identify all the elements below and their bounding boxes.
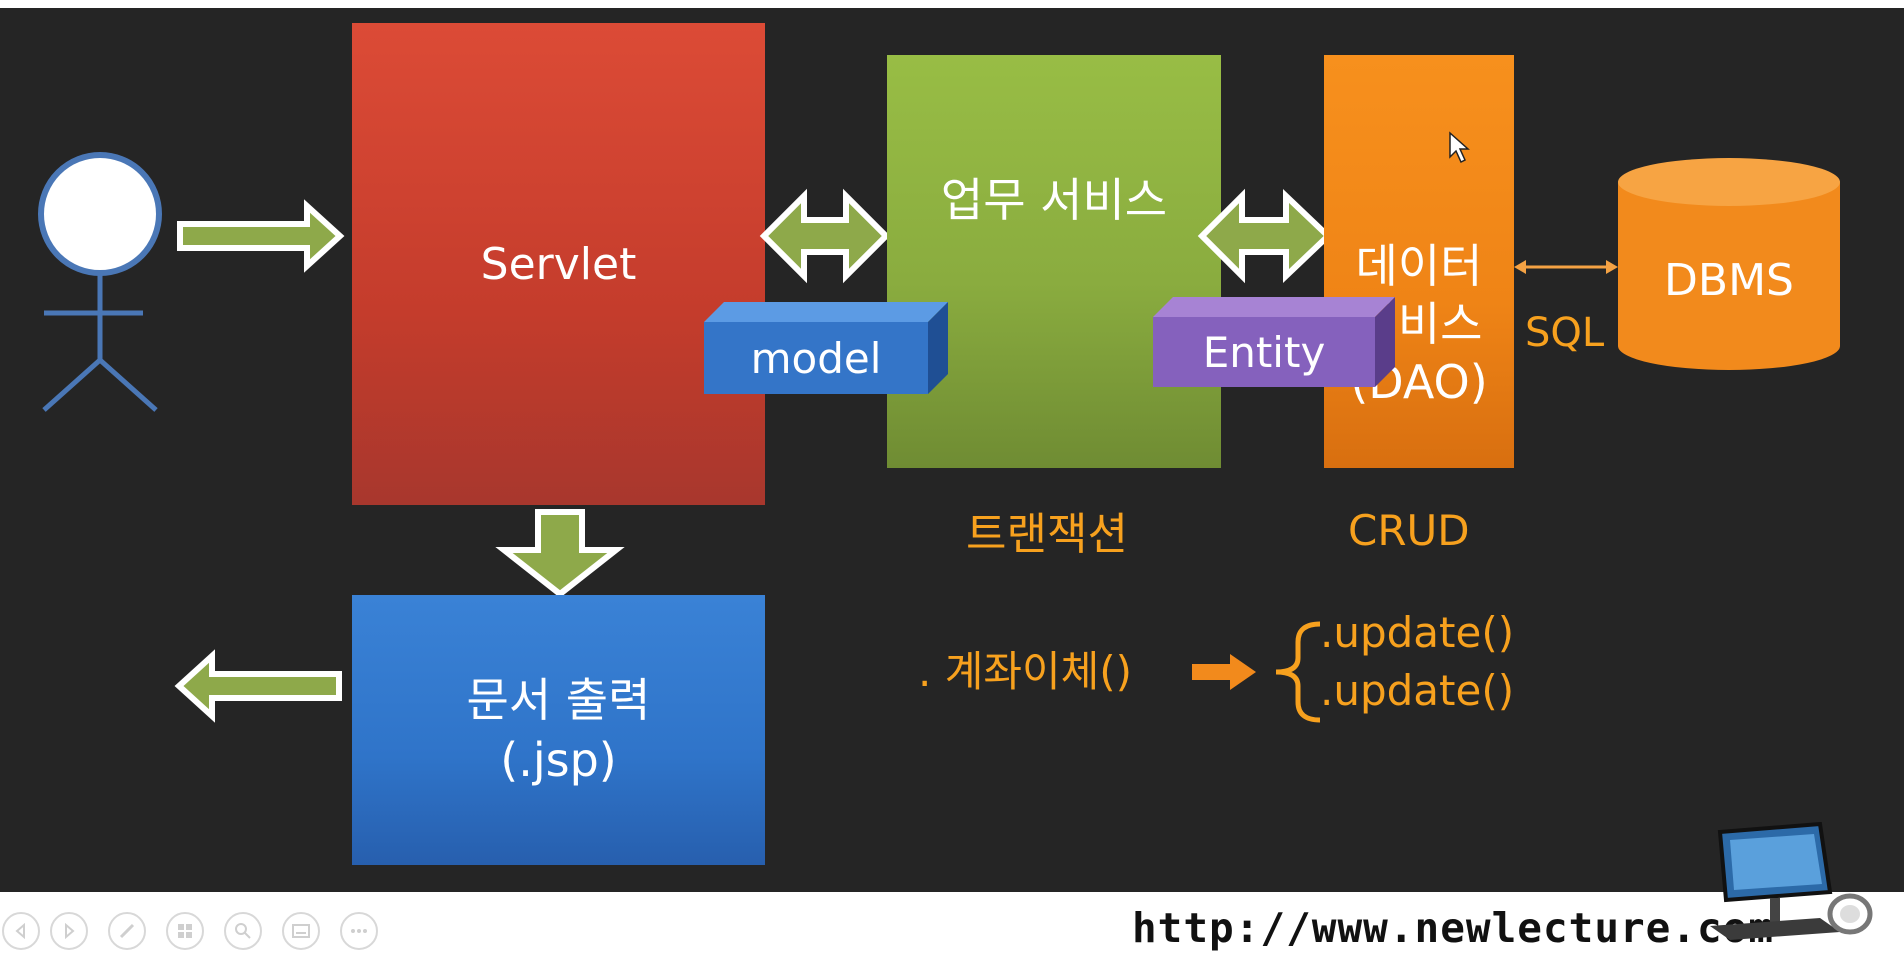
servlet-box: Servlet [352,23,765,505]
next-icon [65,923,75,939]
data-service-dao-box: 데이터 서비스 (DAO) [1324,55,1514,468]
next-slide-button[interactable] [50,912,88,950]
transfer-method-label: . 계좌이체() [918,647,1133,696]
business-service-box: 업무 서비스 [887,55,1221,468]
update-call-1: .update() [1320,608,1515,657]
see-all-slides-button[interactable] [166,912,204,950]
dao-line-1: 데이터 [1355,239,1483,293]
call-arrow-icon [1192,654,1256,690]
servlet-service-double-arrow-icon [759,188,891,284]
entity-block [1153,297,1395,387]
more-icon [351,929,367,933]
model-label: model [750,333,882,383]
dbms-cylinder-icon [1618,158,1840,370]
transaction-label: 트랜잭션 [966,509,1128,560]
zoom-button[interactable] [224,912,262,950]
model-block [704,302,948,394]
response-left-arrow-icon [174,649,342,723]
business-service-label: 업무 서비스 [940,172,1168,227]
prev-icon [15,923,25,939]
document-output-box: 문서 출력 (.jsp) [352,595,765,865]
prev-slide-button[interactable] [2,912,40,950]
mouse-cursor-icon [1449,131,1470,164]
crud-label: CRUD [1348,506,1470,555]
subtitle-icon [292,924,310,938]
pen-icon [119,923,135,939]
request-arrow-icon [177,199,345,273]
entity-label: Entity [1202,327,1326,377]
brace-icon [1275,621,1321,723]
slides-icon [178,924,192,938]
slide: Servlet 업무 서비스 데이터 서비스 (DAO) model Entit… [0,8,1904,892]
pen-tool-button[interactable] [108,912,146,950]
response-down-arrow-icon [495,509,625,598]
site-url: http://www.newlecture.com [1132,904,1775,952]
subtitles-button[interactable] [282,912,320,950]
update-call-2: .update() [1320,666,1515,715]
sql-connector-arrow-icon [1514,260,1618,274]
zoom-icon [235,923,251,939]
service-dao-double-arrow-icon [1197,188,1333,284]
document-line-2: (.jsp) [500,733,617,787]
dbms-label: DBMS [1664,254,1794,306]
document-line-1: 문서 출력 [466,673,651,727]
more-options-button[interactable] [340,912,378,950]
servlet-label: Servlet [480,238,637,290]
user-actor-icon [38,152,162,412]
sql-label: SQL [1525,310,1605,356]
computer-logo-icon [1710,822,1873,940]
